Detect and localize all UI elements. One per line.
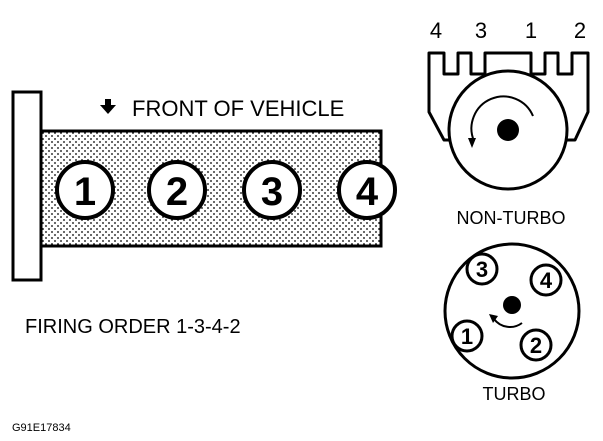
turbo-terminal-3: 3	[465, 252, 499, 286]
cylinder-1-label: 1	[74, 170, 96, 214]
non-turbo-terminal-4: 4	[430, 18, 442, 43]
rotation-arrow-icon	[470, 95, 534, 142]
cylinder-4-label: 4	[356, 170, 379, 214]
non-turbo-label: NON-TURBO	[457, 208, 566, 228]
svg-text:1: 1	[461, 324, 473, 349]
cylinder-4: 4	[337, 160, 397, 220]
firing-order-label: FIRING ORDER 1-3-4-2	[25, 316, 241, 338]
rotation-arrowhead	[489, 314, 498, 323]
front-of-vehicle-label: FRONT OF VEHICLE	[132, 96, 344, 121]
turbo-label: TURBO	[483, 384, 546, 404]
turbo-distributor: 3 4 1 2 TURBO	[443, 242, 581, 404]
front-of-vehicle: FRONT OF VEHICLE	[100, 96, 344, 121]
cylinder-2-label: 2	[166, 170, 188, 214]
figure-id: G91E17834	[12, 422, 71, 434]
cylinder-3: 3	[242, 160, 302, 220]
non-turbo-terminal-1: 1	[525, 18, 537, 43]
turbo-terminal-2: 2	[519, 328, 553, 362]
engine-end-plate	[11, 90, 43, 282]
non-turbo-shaft	[497, 119, 519, 141]
rotation-arrowhead	[468, 138, 476, 148]
svg-text:3: 3	[476, 257, 488, 282]
cylinder-3-label: 3	[261, 170, 283, 214]
rotation-arrow-icon	[493, 318, 523, 328]
non-turbo-terminal-3: 3	[475, 18, 487, 43]
non-turbo-terminal-2: 2	[574, 18, 586, 43]
turbo-terminal-1: 1	[450, 319, 484, 353]
turbo-shaft	[503, 296, 521, 314]
cylinder-2: 2	[147, 160, 207, 220]
turbo-terminal-4: 4	[529, 263, 563, 297]
cylinder-1: 1	[55, 160, 115, 220]
non-turbo-distributor: 4 3 1 2 NON-TURBO	[427, 18, 590, 228]
engine-block: 1 2 3 4	[11, 90, 397, 282]
svg-text:2: 2	[530, 333, 542, 358]
svg-text:4: 4	[540, 268, 553, 293]
down-arrow-icon	[100, 99, 116, 114]
